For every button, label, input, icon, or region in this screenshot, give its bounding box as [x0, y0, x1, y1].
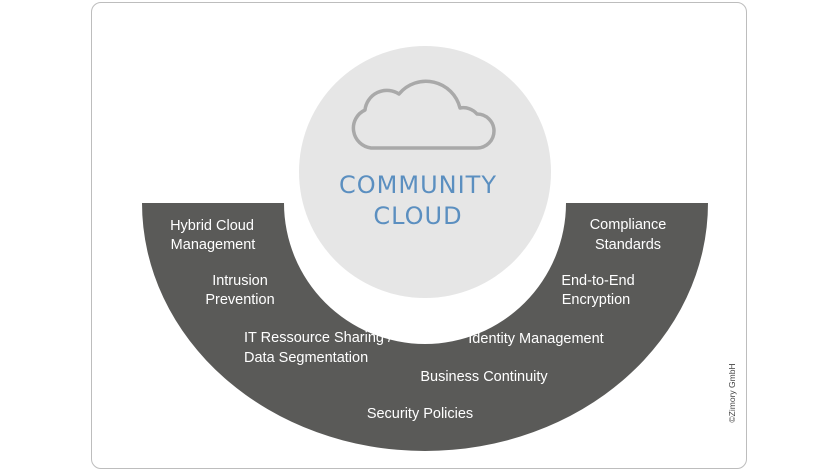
label-business-continuity: Business Continuity	[420, 369, 548, 385]
center-title-line2: CLOUD	[373, 202, 462, 230]
label-intrusion-line2: Prevention	[205, 292, 274, 308]
label-hybrid-cloud-line2: Management	[171, 237, 256, 253]
cloud-icon	[351, 79, 496, 150]
label-hybrid-cloud-line1: Hybrid Cloud	[170, 218, 254, 234]
label-it-sharing-line1: IT Ressource Sharing /	[244, 330, 393, 346]
center-title-line1: COMMUNITY	[339, 171, 497, 199]
label-identity-management: Identity Management	[468, 331, 603, 347]
copyright-notice: ©Zimory GmbH	[727, 363, 737, 422]
label-intrusion-line1: Intrusion	[212, 273, 268, 289]
label-it-sharing-line2: Data Segmentation	[244, 350, 368, 366]
label-compliance-line2: Standards	[595, 237, 661, 253]
label-compliance-line1: Compliance	[590, 217, 667, 233]
services-arc	[142, 203, 708, 451]
center-circle	[299, 46, 551, 298]
label-end-to-end-line1: End-to-End	[561, 273, 634, 289]
label-security-policies: Security Policies	[367, 406, 473, 422]
label-end-to-end-line2: Encryption	[562, 292, 631, 308]
